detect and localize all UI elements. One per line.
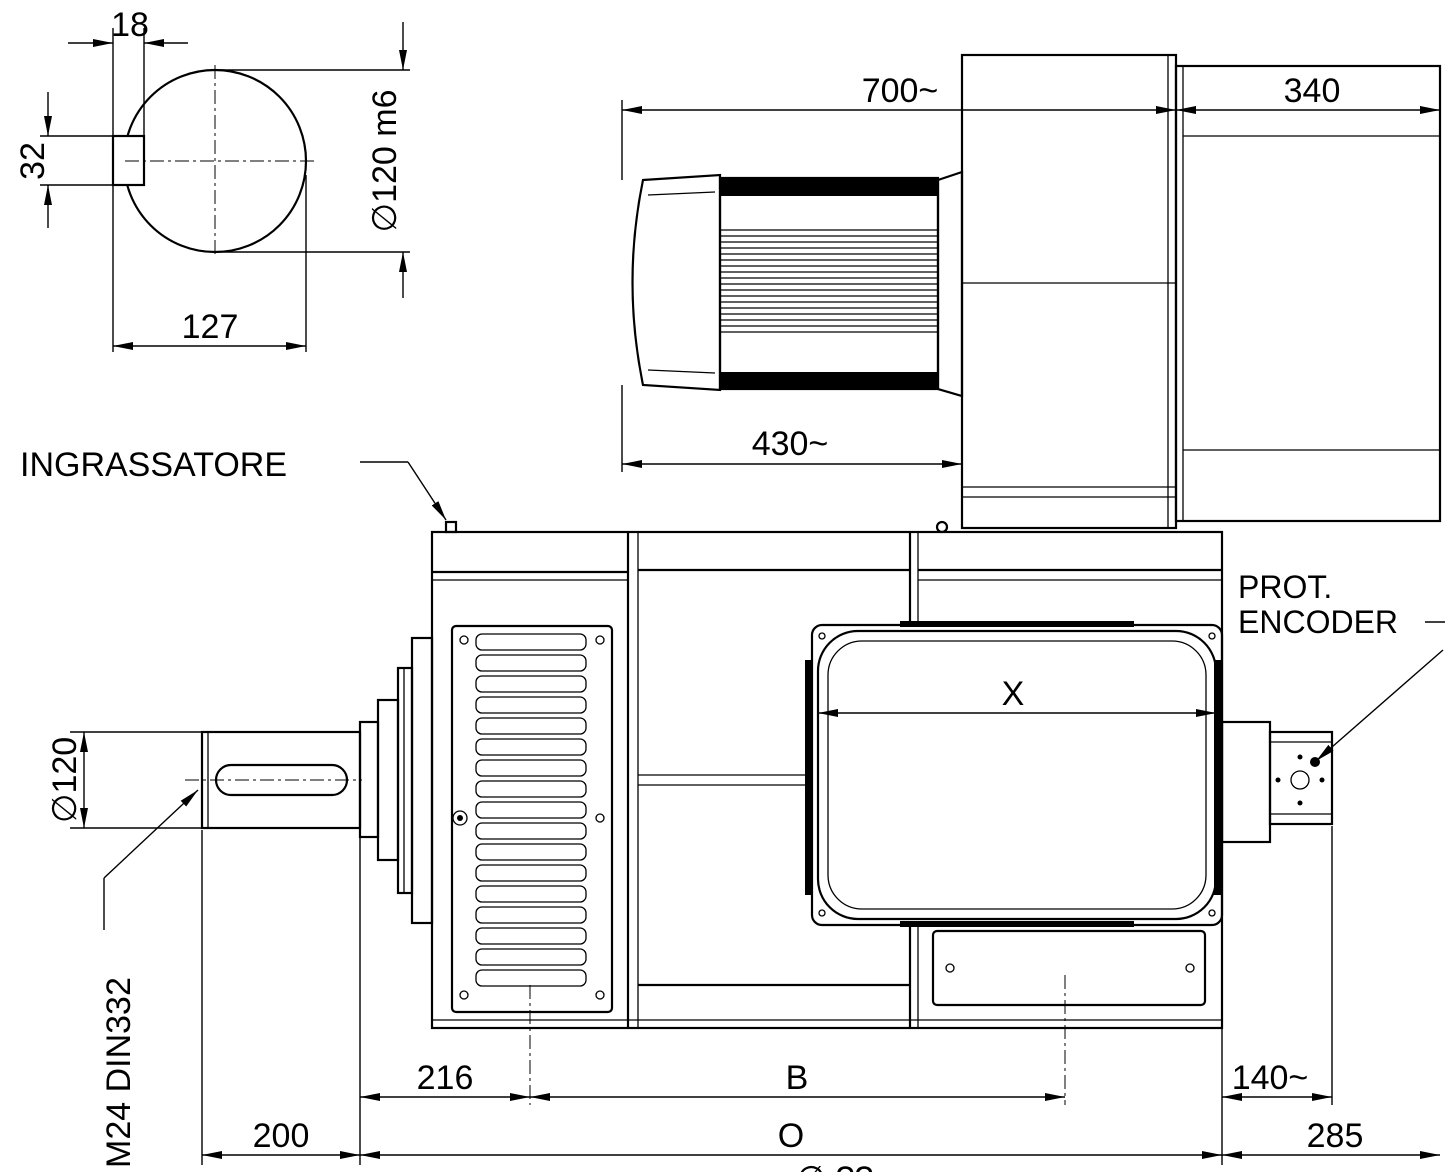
encoder-housing (1174, 64, 1442, 523)
encoder-protection (1268, 730, 1334, 826)
dimension-o: O (360, 1117, 1222, 1159)
flange-step-3 (396, 666, 414, 895)
base-plate (931, 929, 1207, 1007)
dimension-shaft-diameter: ∅120 m6 (215, 22, 410, 298)
dimension-430: 430~ (621, 385, 963, 472)
main-motor-side-view: X (185, 520, 1334, 1105)
dimension-18: 18 (68, 6, 188, 136)
dimension-shaft-120: ∅120 (46, 731, 202, 829)
dimension-x: X (818, 675, 1216, 717)
dimension-140: 140~ (1222, 1059, 1332, 1101)
fan-motor-fins (720, 229, 938, 333)
dimension-340: 340 (1176, 72, 1440, 114)
callouts: INGRASSATORE PROT. ENCODER M24 DIN332 ∅1… (20, 446, 1445, 1168)
fan-motor-endcap (631, 173, 722, 392)
label-32: 32 (14, 142, 52, 180)
label-700: 700~ (862, 72, 939, 110)
grease-nipple (444, 520, 458, 534)
flange-step-1 (358, 720, 380, 839)
label-127: 127 (182, 308, 239, 346)
label-430: 430~ (752, 425, 829, 463)
flange-step-2 (376, 698, 400, 862)
label-216: 216 (417, 1059, 474, 1097)
terminal-box (810, 623, 1224, 927)
label-encoder: ENCODER (1238, 604, 1398, 640)
dimension-b: B (530, 1059, 1065, 1101)
main-housing (430, 530, 1224, 1030)
label-ingrassatore: INGRASSATORE (20, 446, 287, 484)
top-view-assembly: 700~ 340 430~ (621, 53, 1442, 530)
shaft-cross-section: 18 32 ∅120 m6 127 (14, 6, 410, 352)
dimension-216: 216 (360, 1059, 530, 1101)
rear-shaft-housing (1220, 720, 1272, 844)
fan-housing (960, 53, 1178, 530)
dimension-127: 127 (112, 175, 307, 352)
label-shaft-diameter-m6: ∅120 m6 (366, 89, 404, 232)
fan-motor-flange (936, 170, 964, 398)
dimension-200: 200 (202, 1117, 360, 1159)
label-285: 285 (1307, 1117, 1364, 1155)
bottom-dimensions: 216 B 140~ 200 O 285 ∅ ?? (201, 826, 1440, 1172)
dimension-32: 32 (14, 92, 113, 228)
label-18: 18 (111, 6, 149, 44)
label-m24-din332: M24 DIN332 (100, 977, 138, 1168)
dimension-285: 285 (1222, 1117, 1440, 1159)
flange-step-4 (410, 636, 434, 925)
label-b: B (786, 1059, 809, 1097)
label-340: 340 (1284, 72, 1341, 110)
dimension-700: 700~ (621, 60, 1177, 180)
label-140: 140~ (1232, 1059, 1309, 1097)
label-x: X (1002, 675, 1025, 713)
label-o: O (778, 1117, 804, 1155)
label-bottom-partial: ∅ ?? (797, 1160, 874, 1172)
label-prot: PROT. (1238, 569, 1332, 605)
label-200: 200 (253, 1117, 310, 1155)
label-shaft-120: ∅120 (46, 737, 84, 823)
louvre-slats (475, 633, 587, 987)
louvre-panel (450, 624, 614, 1014)
